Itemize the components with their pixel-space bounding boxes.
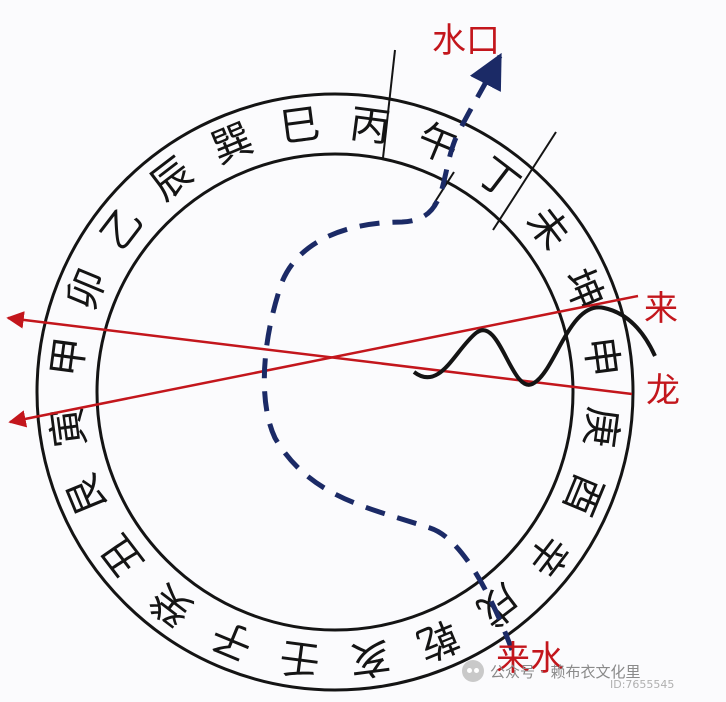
ring-char-18: 申 — [575, 334, 626, 380]
wechat-icon — [462, 660, 484, 682]
divider-ding-left — [382, 49, 396, 159]
red-arrow-lower — [6, 311, 633, 396]
divider-wei-kun — [492, 131, 557, 231]
ring-char-12: 巳 — [277, 101, 323, 152]
label-incoming-water: 来水 — [496, 639, 564, 679]
label-incoming-dragon-lai: 来 — [644, 289, 678, 329]
ring-char-11: 巽 — [205, 115, 260, 173]
watermark-id: ID:7655545 — [610, 678, 675, 691]
label-water-exit: 水口 — [432, 21, 500, 61]
ring-char-24: 亥 — [347, 632, 393, 683]
ring-char-19: 庚 — [575, 404, 626, 450]
ring-char-2: 子 — [205, 611, 260, 669]
ring-char-8: 卯 — [58, 262, 116, 317]
dragon-wave-line — [412, 305, 657, 387]
ring-char-5: 艮 — [58, 467, 116, 522]
ring-char-20: 酉 — [554, 467, 612, 522]
ring-char-6: 寅 — [44, 404, 95, 450]
red-arrow-upper — [8, 294, 639, 428]
ring-char-7: 甲 — [44, 334, 95, 380]
ring-characters: 壬子癸丑艮寅甲卯乙辰巽巳丙午丁未坤申庚酉辛戌乾亥 — [44, 101, 626, 683]
ring-char-23: 乾 — [410, 611, 465, 669]
watermark-account: 赖布衣文化里 — [550, 662, 641, 681]
inner-ring — [95, 152, 575, 632]
label-incoming-dragon-long: 龙 — [646, 371, 680, 411]
watermark: 公众号 · 赖布衣文化里 ID:7655545 — [462, 660, 674, 691]
water-path-dashed — [261, 52, 515, 651]
watermark-prefix: 公众号 · — [490, 662, 545, 681]
outer-ring — [35, 92, 635, 692]
ring-char-14: 午 — [410, 115, 465, 173]
ring-char-1: 壬 — [277, 632, 323, 683]
